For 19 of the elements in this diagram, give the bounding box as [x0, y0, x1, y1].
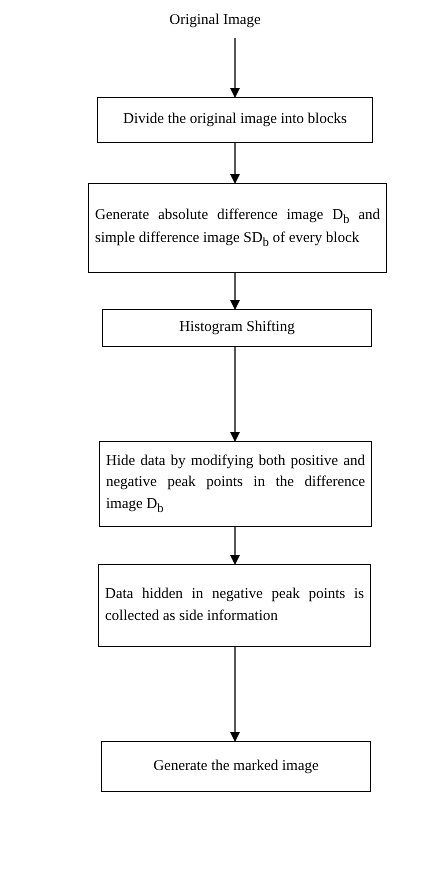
step-text: Histogram Shifting — [178, 318, 296, 338]
process-box — [101, 741, 371, 792]
process-box — [99, 441, 372, 527]
process-box — [97, 97, 373, 143]
arrow — [230, 143, 240, 184]
step-text: Hide data by modifying both positive and negative peak points in the difference image D$_{b}$ — [106, 452, 365, 518]
arrow — [230, 273, 240, 310]
process-box — [98, 564, 371, 647]
step-text: Divide the original image into blocks — [122, 110, 348, 130]
step-text: Generate the marked image — [152, 756, 320, 776]
step-text: Data hidden in negative peak points is collected as side information — [105, 584, 364, 626]
arrow — [230, 527, 240, 565]
arrow — [230, 38, 240, 98]
arrow — [230, 347, 240, 442]
process-box — [88, 183, 387, 273]
arrow — [230, 647, 240, 742]
process-box — [102, 309, 372, 347]
step-text: Generate absolute difference image D$_{b}$ and simple difference image SD$_{b}$ of every block — [95, 206, 380, 251]
start-label: Original Image — [168, 11, 262, 30]
